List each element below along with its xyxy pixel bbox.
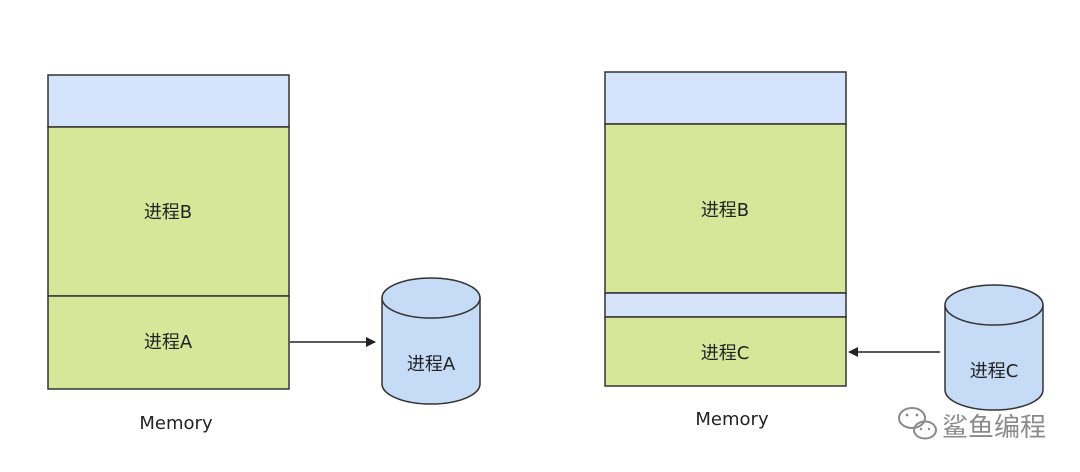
right-disk-top (944, 284, 1044, 326)
right-memory-caption: Memory (695, 409, 769, 430)
left-process-a-segment (47, 295, 290, 390)
right-process-c-segment (604, 316, 847, 387)
right-disk-body (944, 305, 1044, 411)
right-process-b-segment (604, 123, 847, 294)
right-disk: 进程C (944, 284, 1044, 411)
watermark-text: 鲨鱼编程 (942, 413, 1046, 443)
right-process-b-label: 进程B (701, 200, 749, 221)
left-free-segment (47, 74, 290, 128)
left-process-a-label: 进程A (144, 332, 193, 353)
left-disk-top (381, 277, 481, 319)
right-free-segment-gap (604, 292, 847, 318)
left-process-b-label: 进程B (144, 202, 192, 223)
left-disk-body (381, 298, 481, 405)
left-memory-caption: Memory (139, 413, 213, 434)
left-disk-label: 进程A (407, 354, 456, 375)
left-process-b-segment (47, 126, 290, 297)
left-disk: 进程A (381, 277, 481, 405)
right-disk-label: 进程C (970, 361, 1019, 382)
right-free-segment-top (604, 71, 847, 125)
right-memory: 进程B 进程C (604, 71, 847, 387)
wechat-icon (898, 407, 937, 440)
left-memory: 进程B 进程A (47, 74, 290, 390)
right-process-c-label: 进程C (701, 343, 750, 364)
watermark: 鲨鱼编程 (898, 407, 1046, 443)
